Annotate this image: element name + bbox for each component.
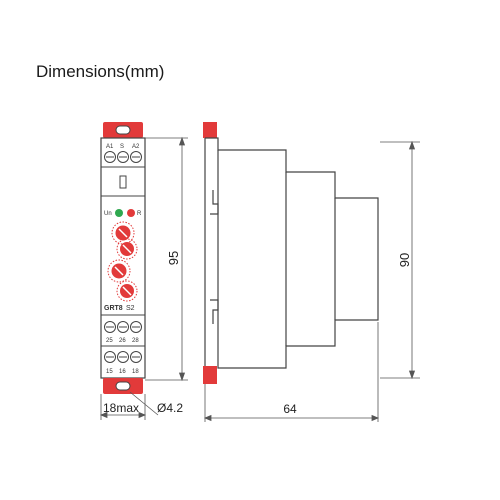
terminal-screws-row2 [104, 351, 142, 363]
terminal-label-15: 15 [106, 369, 113, 375]
front-view: A1 S A2 Un R [100, 122, 146, 394]
led-r-label: R [137, 211, 142, 217]
terminal-label-25: 25 [106, 338, 113, 344]
side-view [203, 122, 379, 384]
model-label: GRT8 [104, 305, 123, 312]
page-title: Dimensions(mm) [36, 62, 165, 81]
bottom-mount-hole [115, 381, 131, 391]
terminal-label-18: 18 [132, 369, 139, 375]
window-slot [119, 175, 127, 189]
knob-4 [116, 280, 138, 302]
dim-width-front [99, 391, 159, 420]
dim-height-side [380, 140, 420, 380]
top-screws [104, 151, 142, 163]
terminal-label-28: 28 [132, 338, 139, 344]
dim-label-90: 90 [397, 253, 412, 267]
dim-label-18max: 18max [103, 401, 139, 415]
knob-1 [111, 221, 135, 245]
dim-label-95: 95 [166, 251, 181, 265]
dim-label-hole: Ø4.2 [157, 401, 183, 415]
dim-label-64: 64 [283, 402, 297, 416]
top-terminal-label-a2: A2 [132, 144, 140, 150]
led-un [115, 209, 123, 217]
dim-height-total [145, 136, 188, 382]
terminal-label-26: 26 [119, 338, 126, 344]
top-terminal-label-a1: A1 [106, 144, 114, 150]
side-bottom-red-clip [203, 366, 217, 384]
terminal-label-16: 16 [119, 369, 126, 375]
top-mount-hole [115, 125, 131, 135]
top-terminal-label-s: S [120, 144, 124, 150]
knob-3 [107, 259, 131, 283]
led-r [127, 209, 135, 217]
knob-2 [116, 238, 138, 260]
led-un-label: Un [104, 211, 112, 217]
terminal-screws-row1 [104, 321, 142, 333]
dim-depth [203, 322, 380, 422]
side-top-red-clip [203, 122, 217, 138]
model-suffix-label: S2 [126, 305, 135, 312]
